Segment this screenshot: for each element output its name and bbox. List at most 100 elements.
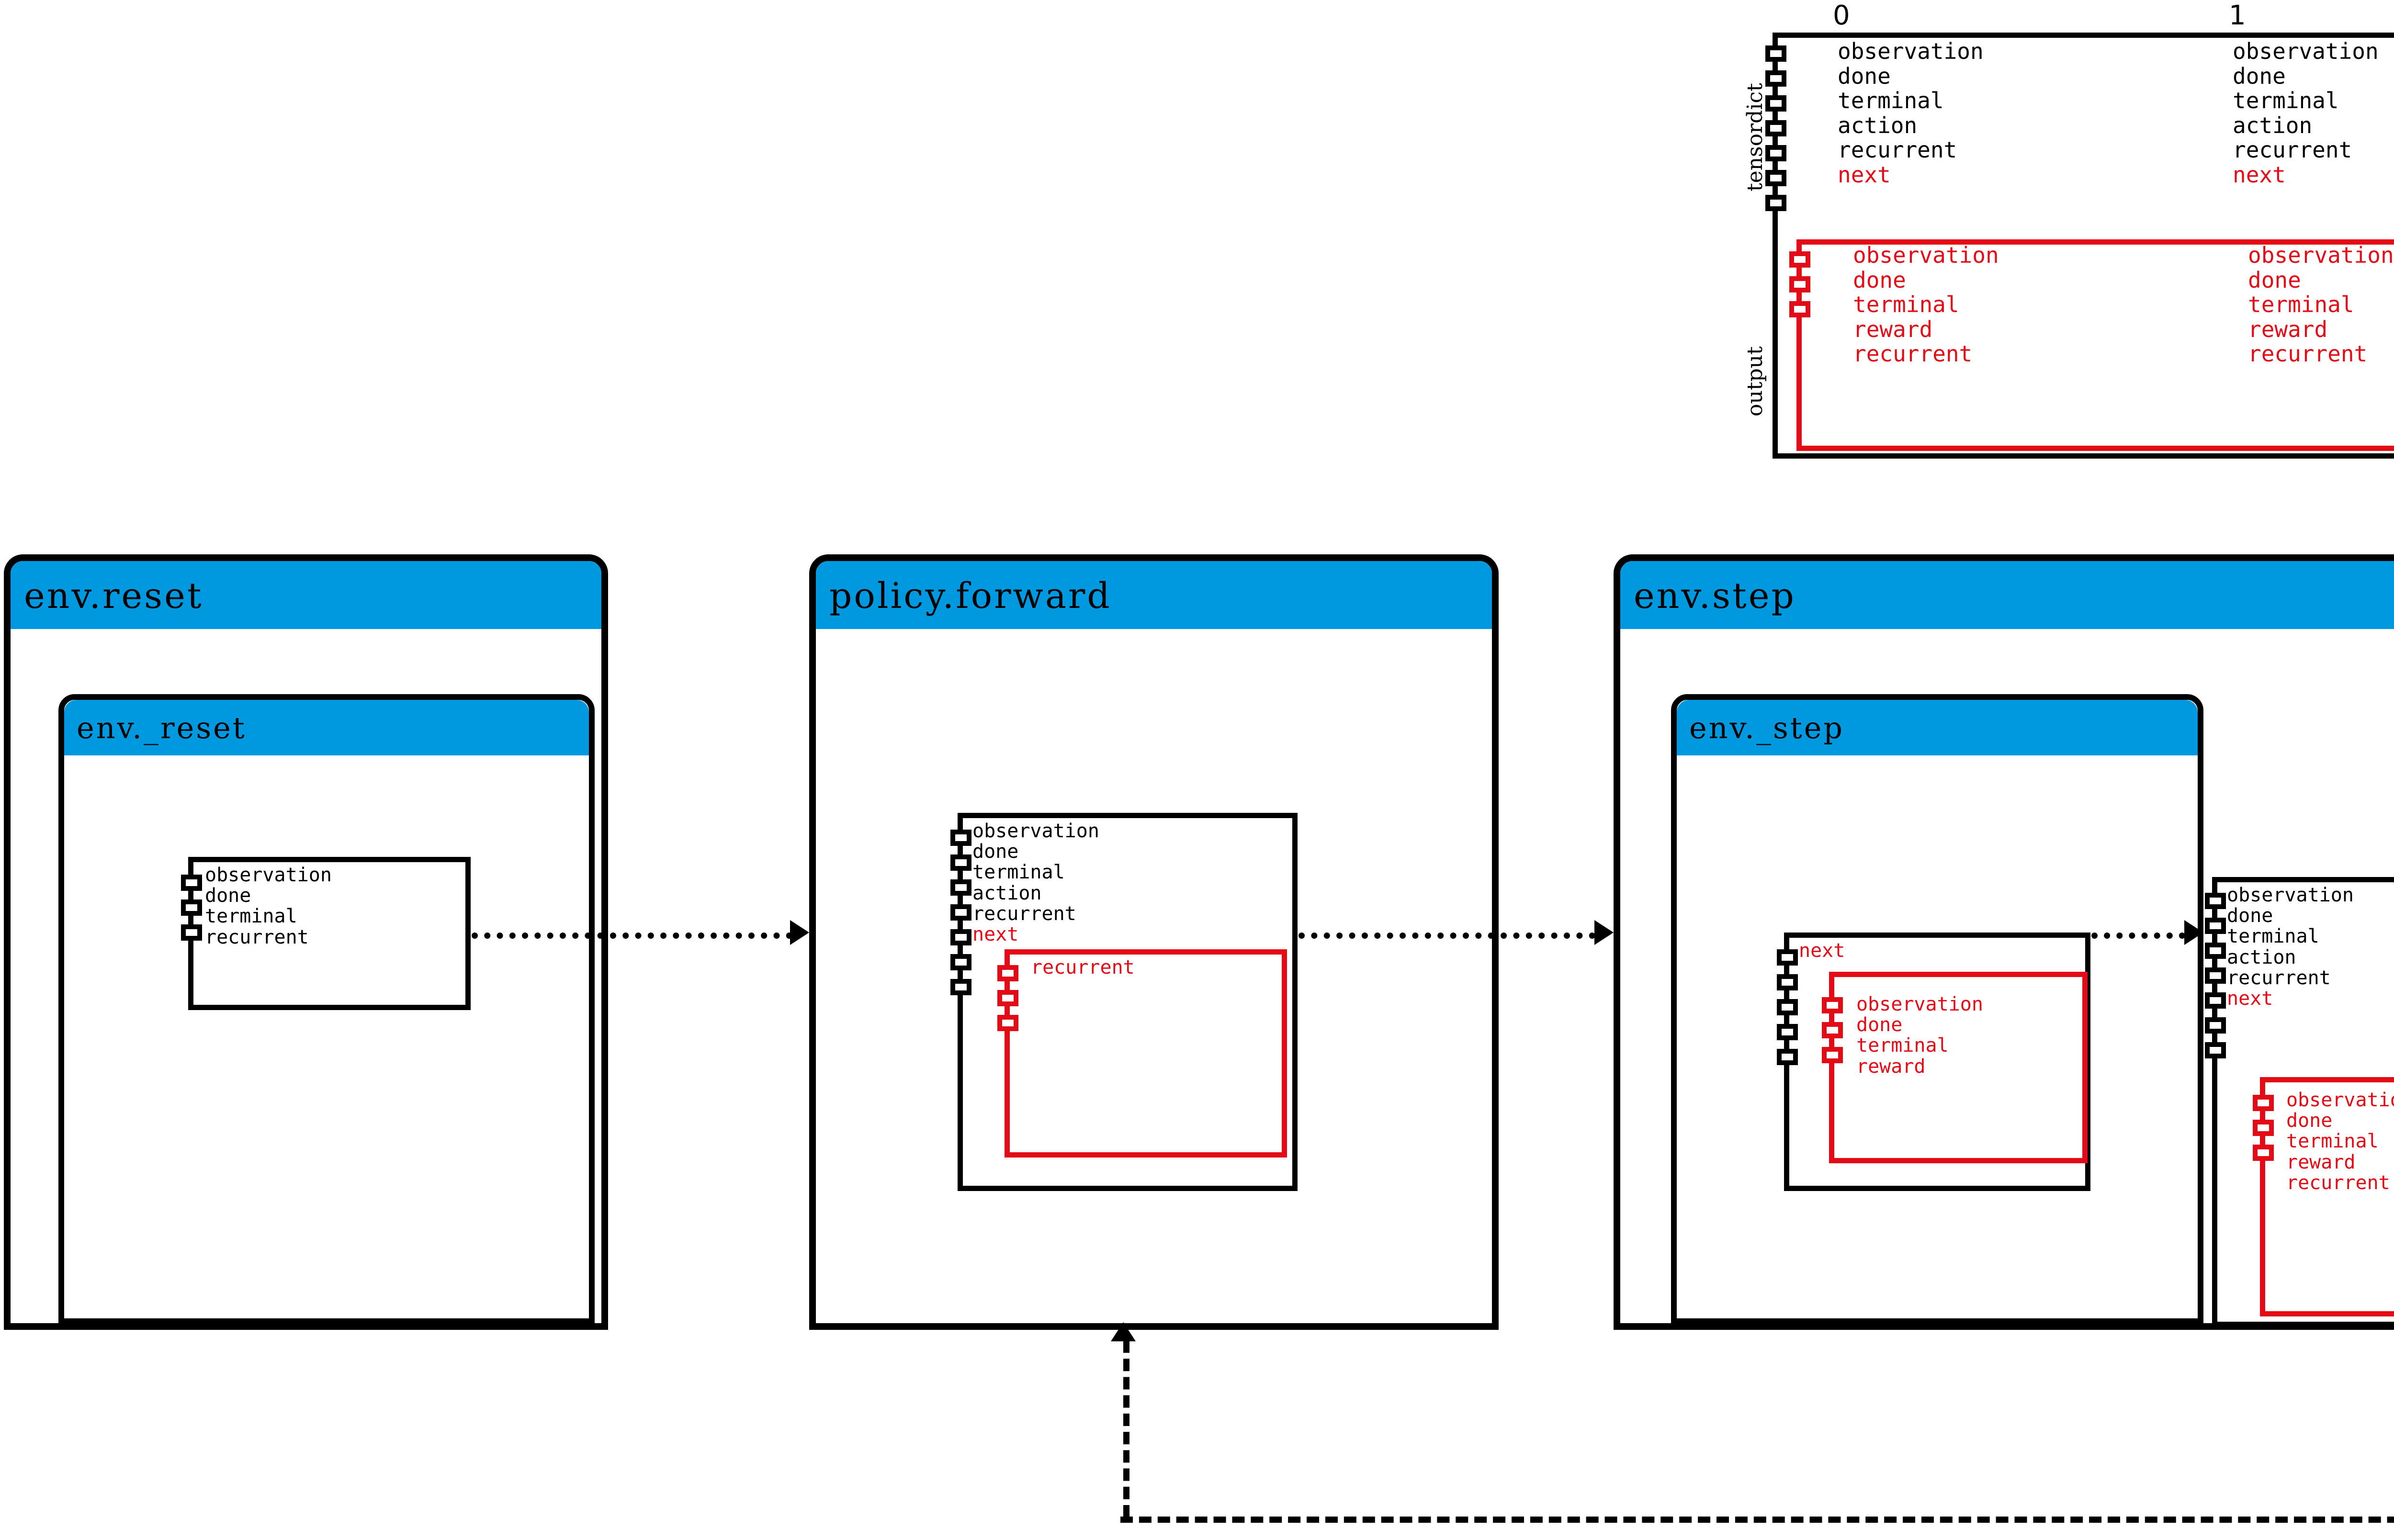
key-next: next bbox=[2227, 987, 2273, 1010]
key: action bbox=[2227, 946, 2296, 968]
key: action bbox=[2233, 112, 2313, 138]
binding-tab bbox=[997, 990, 1018, 1006]
binding-tab bbox=[2205, 1042, 2226, 1058]
binding-tab bbox=[1789, 251, 1810, 268]
connector-reset-to-policy bbox=[472, 933, 792, 939]
column-header-0: 0 bbox=[1833, 0, 1850, 31]
binding-tab bbox=[997, 1015, 1018, 1031]
binding-tab bbox=[2205, 893, 2226, 909]
binding-tab bbox=[2253, 1120, 2274, 1136]
key: recurrent bbox=[1031, 956, 1135, 978]
key: terminal bbox=[1856, 1034, 1949, 1057]
env-_step-td-tabs bbox=[1777, 949, 1799, 1074]
env-step-output-next-box: observation done terminal reward recurre… bbox=[2253, 1077, 2394, 1316]
connector-stepmdp-feedback-up bbox=[1123, 1340, 1129, 1518]
panel-title-env-step: env.step bbox=[1620, 561, 2394, 629]
panel-title-env-_step: env._step bbox=[1677, 700, 2198, 755]
policy-td-keys: observation done terminal action recurre… bbox=[963, 818, 1292, 949]
binding-tab bbox=[2205, 918, 2226, 934]
key: done bbox=[2227, 905, 2273, 927]
key-next: next bbox=[1799, 940, 1845, 962]
key: done bbox=[1853, 267, 1906, 293]
key: recurrent bbox=[2233, 137, 2352, 163]
output-tensordict-tabs bbox=[1765, 45, 1787, 220]
column-header-1: 1 bbox=[2229, 0, 2246, 31]
env-_step-next-tabs bbox=[1822, 997, 1844, 1072]
output-next-tabs bbox=[1789, 251, 1811, 326]
key: observation bbox=[1853, 242, 1999, 268]
key: terminal bbox=[2286, 1130, 2379, 1153]
env-step-out-tabs bbox=[2205, 893, 2227, 1067]
output-col-1: observation done terminal action recurre… bbox=[2233, 39, 2379, 187]
binding-tab bbox=[1777, 974, 1798, 990]
binding-tab bbox=[181, 924, 202, 941]
binding-tab bbox=[1789, 301, 1810, 317]
arrowhead-reset-to-policy bbox=[790, 920, 809, 945]
key: observation bbox=[2233, 38, 2379, 64]
key: done bbox=[2233, 63, 2286, 89]
key: observation bbox=[205, 864, 332, 886]
key-next: next bbox=[2233, 161, 2286, 188]
binding-tab bbox=[2205, 943, 2226, 959]
key: terminal bbox=[2248, 292, 2354, 318]
key: recurrent bbox=[1853, 341, 1973, 367]
key: action bbox=[972, 882, 1042, 904]
binding-tab bbox=[181, 899, 202, 916]
binding-tab bbox=[2205, 967, 2226, 984]
key: observation bbox=[1838, 38, 1984, 64]
output-col-0: observation done terminal action recurre… bbox=[1838, 39, 1984, 187]
output-vertical-label: output bbox=[1743, 346, 1767, 416]
env-reset-td-tabs bbox=[181, 875, 203, 949]
panel-title-env-_reset: env._reset bbox=[64, 700, 589, 755]
key-next: next bbox=[972, 923, 1019, 945]
key: observation bbox=[2227, 884, 2354, 906]
env-step-out-next-keys: observation done terminal reward recurre… bbox=[2265, 1082, 2394, 1197]
key: done bbox=[1856, 1014, 1903, 1036]
key: recurrent bbox=[205, 926, 309, 948]
policy-next-tabs bbox=[997, 965, 1019, 1040]
key: recurrent bbox=[2248, 341, 2368, 367]
panel-env-_step[interactable]: env._step bbox=[1671, 694, 2203, 1324]
env-reset-td-keys: observation done terminal recurrent bbox=[193, 862, 465, 952]
key: recurrent bbox=[972, 902, 1076, 925]
binding-tab bbox=[1777, 1024, 1798, 1040]
connector-stepmdp-feedback-across bbox=[1120, 1517, 2394, 1523]
env-step-out-keys: observation done terminal action recurre… bbox=[2217, 882, 2394, 1013]
binding-tab bbox=[1822, 1047, 1843, 1063]
policy-forward-next-box: recurrent bbox=[997, 949, 1287, 1158]
arrowhead-policy-to-step bbox=[1594, 920, 1614, 945]
binding-tab bbox=[1765, 195, 1786, 211]
panel-title-policy-forward: policy.forward bbox=[816, 561, 1492, 629]
connector-step-inner-to-output bbox=[2091, 933, 2185, 939]
binding-tab bbox=[1765, 70, 1786, 87]
key: terminal bbox=[972, 861, 1065, 884]
binding-tab bbox=[2253, 1095, 2274, 1111]
key: recurrent bbox=[2227, 967, 2331, 989]
key: observation bbox=[1856, 993, 1983, 1015]
binding-tab bbox=[2205, 1017, 2226, 1034]
output-next-box bbox=[1789, 239, 2394, 451]
output-next-col-0: observation done terminal reward recurre… bbox=[1853, 243, 1999, 367]
binding-tab bbox=[1822, 1022, 1843, 1038]
binding-tab bbox=[1789, 276, 1810, 292]
binding-tab bbox=[1777, 1049, 1798, 1065]
key: done bbox=[972, 841, 1019, 863]
key: done bbox=[2248, 267, 2301, 293]
arrowhead-step-inner-to-output bbox=[2184, 920, 2203, 945]
arrowhead-stepmdp-feedback bbox=[1111, 1322, 1136, 1341]
key: terminal bbox=[205, 905, 297, 928]
env-step-out-next-tabs bbox=[2253, 1095, 2275, 1169]
policy-td-tabs bbox=[950, 830, 972, 1004]
key: done bbox=[205, 885, 251, 907]
key: terminal bbox=[2227, 925, 2319, 948]
binding-tab bbox=[1765, 45, 1786, 62]
tensordict-vertical-label: tensordict bbox=[1743, 83, 1767, 191]
binding-tab bbox=[1765, 120, 1786, 136]
binding-tab bbox=[950, 879, 971, 896]
key: reward bbox=[2286, 1151, 2356, 1173]
key: terminal bbox=[1838, 88, 1944, 114]
panel-title-env-reset: env.reset bbox=[11, 561, 601, 629]
binding-tab bbox=[1765, 145, 1786, 161]
key: observation bbox=[972, 820, 1099, 842]
binding-tab bbox=[181, 875, 202, 891]
